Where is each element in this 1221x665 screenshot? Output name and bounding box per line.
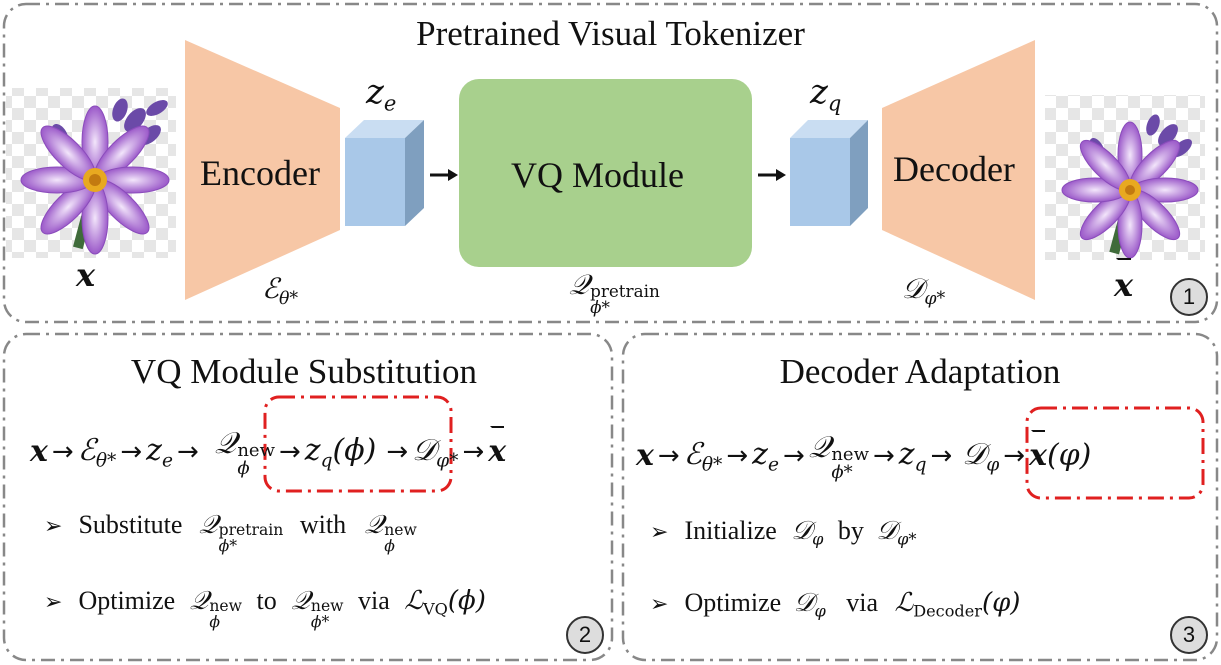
zq-cube xyxy=(790,120,868,226)
x-label: x xyxy=(76,256,96,294)
panel2-highlight-box xyxy=(263,395,453,493)
zq-label: zq xyxy=(810,72,842,116)
panel3-title: Decoder Adaptation xyxy=(779,352,1061,391)
flow-arrows xyxy=(430,169,786,181)
vq-module-label: VQ Module xyxy=(511,155,684,195)
panel2-border xyxy=(2,332,614,662)
ze-label: ze xyxy=(366,72,397,116)
input-image xyxy=(6,88,176,258)
xhat-label: x xyxy=(1114,258,1134,304)
encoder-label: Encoder xyxy=(200,153,320,193)
encoder-symbol: ℰθ* xyxy=(262,272,299,310)
panel2-title: VQ Module Substitution xyxy=(130,352,478,391)
panel3-badge: 3 xyxy=(1170,616,1208,654)
vq-module-box xyxy=(459,79,752,267)
output-image xyxy=(1045,95,1205,260)
encoder-trapezoid xyxy=(185,40,340,300)
panel3-bullet2: ➢Optimize 𝒟φ via ℒDecoder(φ) xyxy=(650,588,1021,621)
panel3-border xyxy=(621,332,1219,662)
panel1-border xyxy=(2,2,1219,324)
panel1-title: Pretrained Visual Tokenizer xyxy=(416,14,805,53)
decoder-symbol: 𝒟φ* xyxy=(902,272,946,310)
panel3-highlight-box xyxy=(1025,406,1205,500)
panel2-badge: 2 xyxy=(566,616,604,654)
decoder-trapezoid xyxy=(882,40,1035,300)
panel1-badge: 1 xyxy=(1170,278,1208,316)
panel3-bullet1: ➢Initialize 𝒟φ by 𝒟φ* xyxy=(650,516,917,549)
ze-cube xyxy=(345,120,424,226)
decoder-label: Decoder xyxy=(893,149,1015,189)
